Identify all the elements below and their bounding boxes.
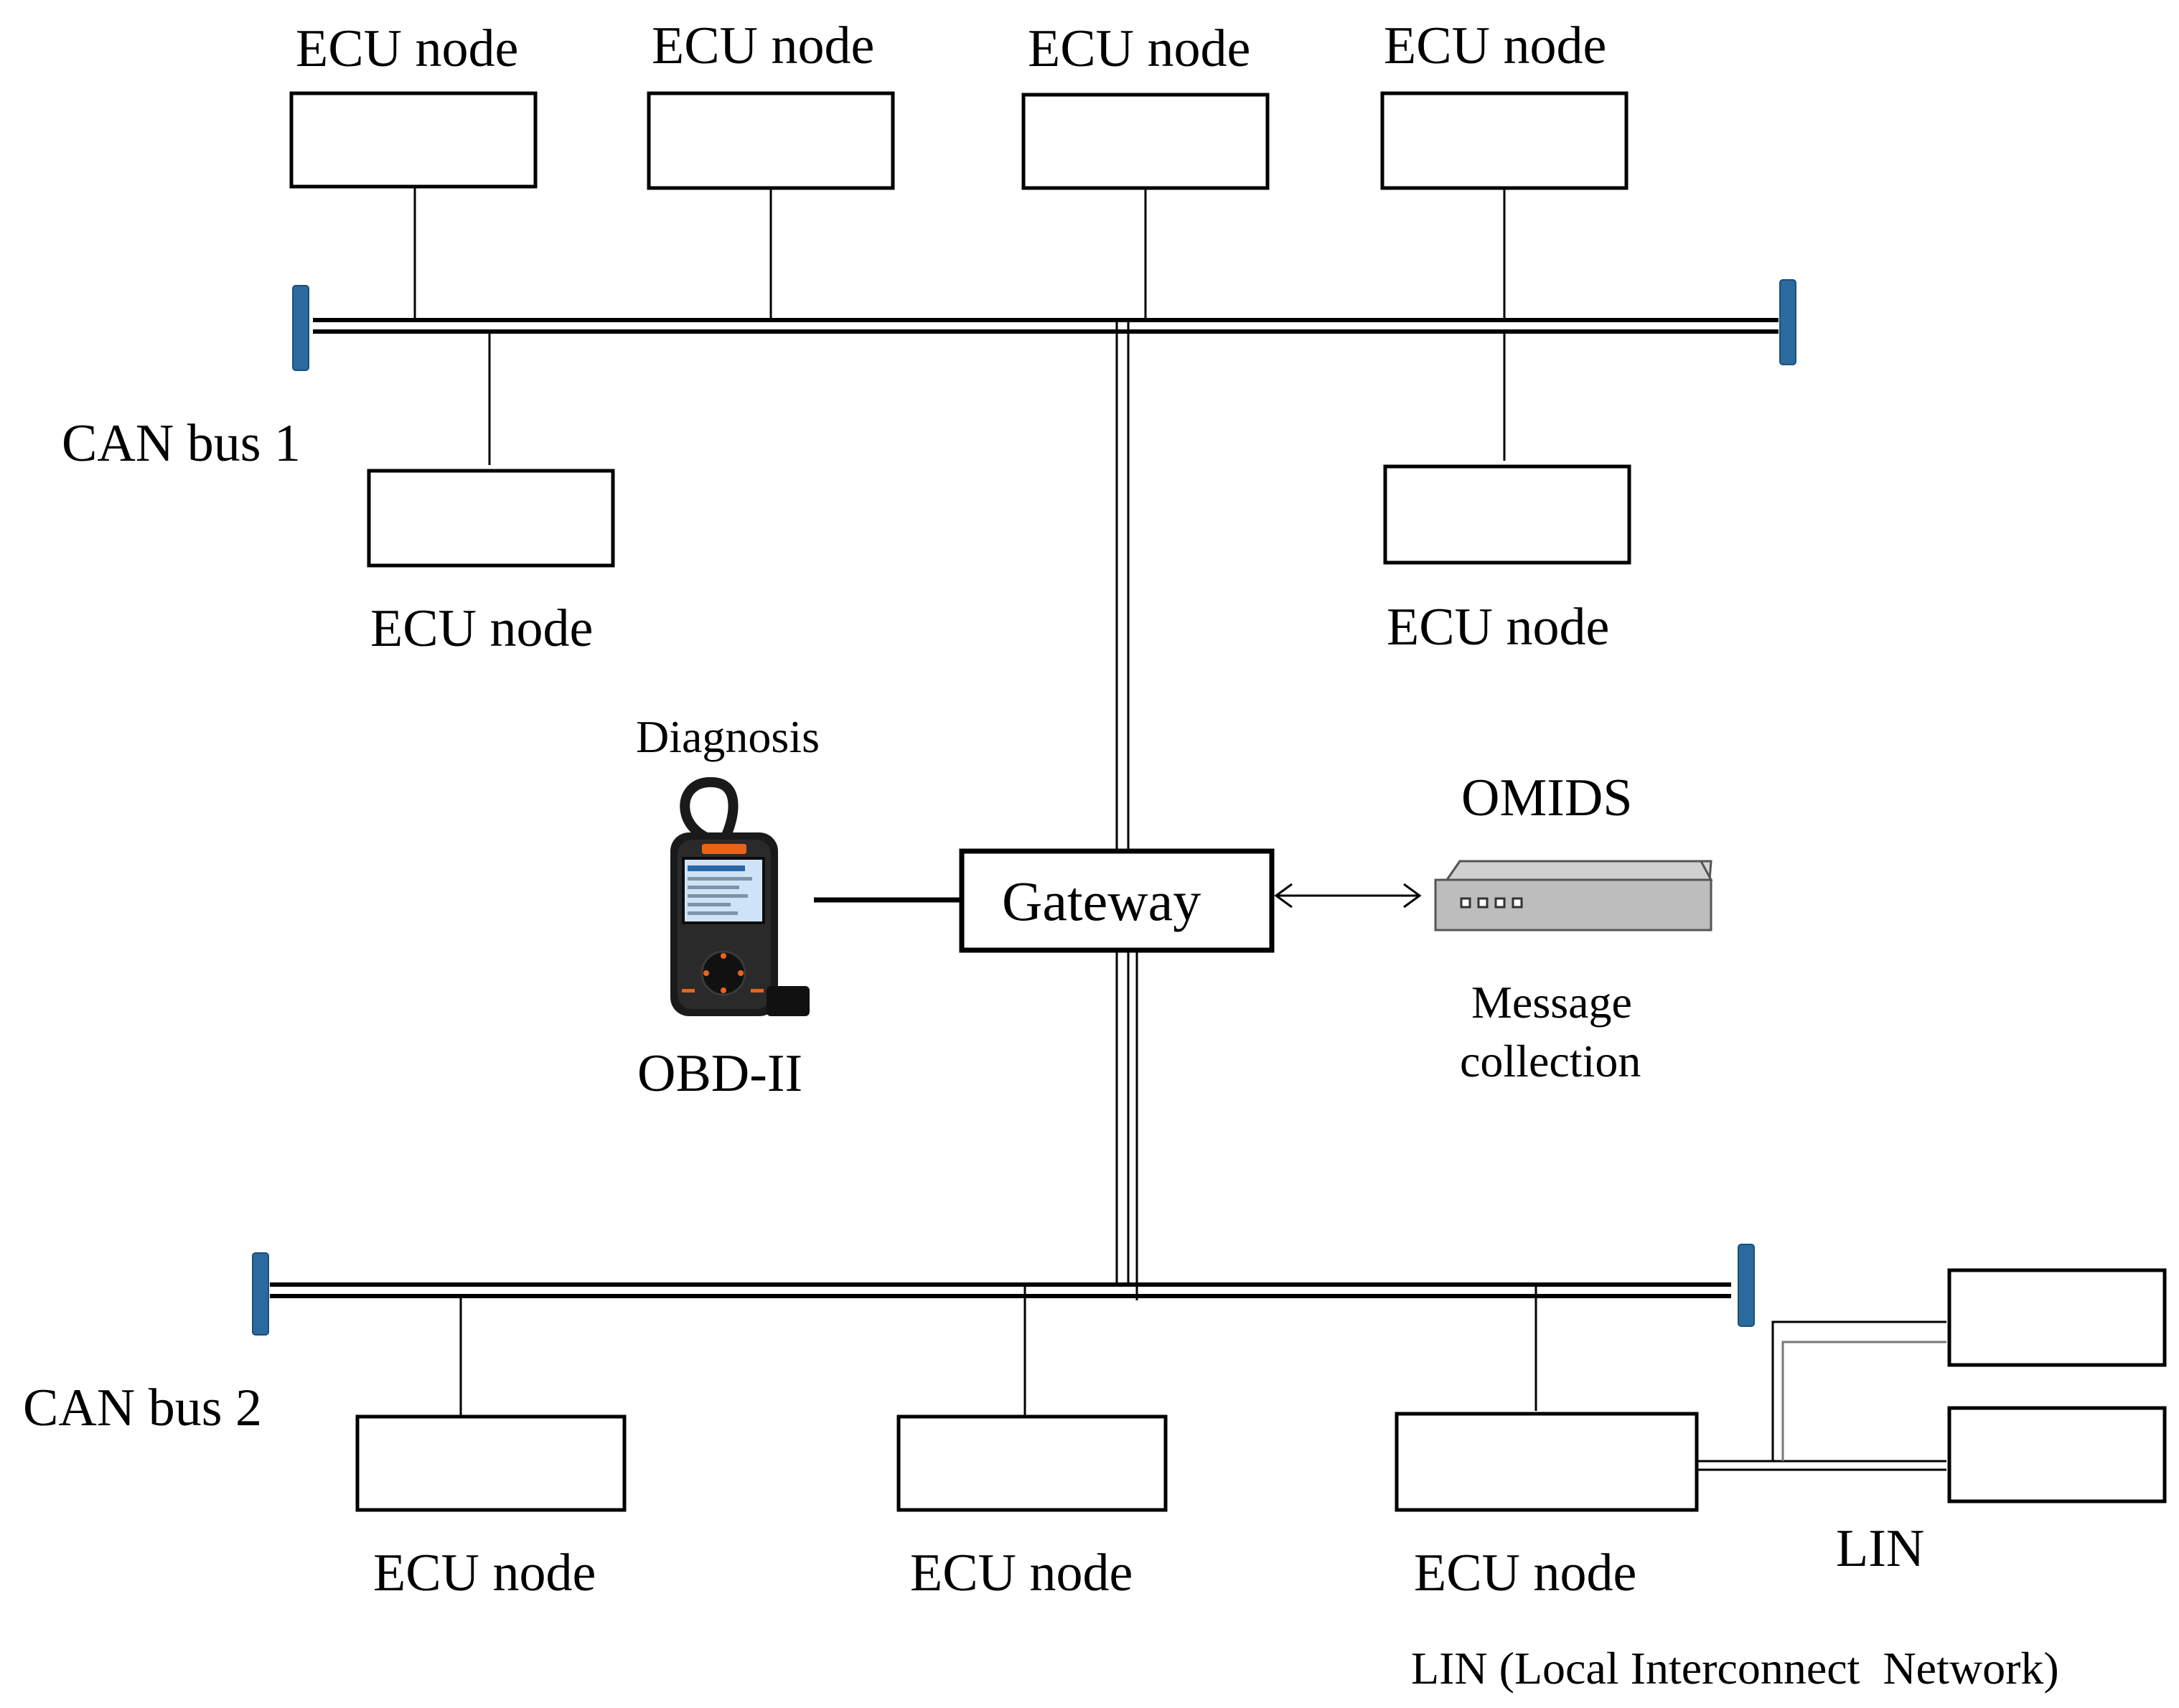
can-bus-2 — [252, 1244, 1755, 1336]
ecu-node-box — [355, 1414, 627, 1512]
lin-node-box — [1947, 1406, 2167, 1503]
ecu-node-top-1: ECU node — [289, 19, 538, 320]
ecu-node-bottom-3: ECU node — [1395, 1285, 1699, 1603]
gateway: Gateway — [959, 848, 1275, 953]
ecu-node-top-3: ECU node — [1021, 19, 1270, 320]
message-label-line2: collection — [1460, 1036, 1641, 1087]
ecu-node-label: ECU node — [1414, 1544, 1636, 1603]
ecu-node-top-4: ECU node — [1380, 17, 1629, 320]
ecu-node-label: ECU node — [652, 17, 874, 75]
bus-1-right-terminator — [1779, 279, 1796, 365]
bus-2-left-terminator — [252, 1252, 269, 1336]
ecu-node-label: ECU node — [296, 19, 518, 78]
obd-label: OBD-II — [637, 1044, 802, 1103]
gateway-label: Gateway — [1002, 870, 1201, 932]
lin-node-lower — [1947, 1406, 2167, 1503]
lin-bus — [1698, 1320, 1946, 1471]
ecu-node-box — [367, 469, 615, 568]
gateway-omids-link — [1274, 883, 1422, 909]
ecu-node-label: ECU node — [910, 1544, 1133, 1603]
lin-node-box — [1947, 1268, 2167, 1367]
can-bus-1 — [292, 279, 1796, 371]
bus-1-left-terminator — [292, 285, 309, 371]
ecu-node-box — [1380, 91, 1629, 190]
bus-2-right-terminator — [1738, 1244, 1755, 1327]
ecu-node-bus1-lower-right: ECU node — [1383, 332, 1631, 657]
gateway-box — [959, 848, 1275, 953]
ecu-node-box — [1383, 464, 1631, 565]
lin-label: LIN — [1836, 1519, 1924, 1578]
ecu-node-box — [1395, 1412, 1699, 1512]
ecu-node-top-2: ECU node — [647, 17, 895, 320]
message-label-line1: Message — [1471, 977, 1632, 1028]
ecu-node-bottom-2: ECU node — [896, 1285, 1168, 1603]
ecu-node-label: ECU node — [370, 599, 593, 658]
ecu-node-box — [647, 91, 895, 190]
ecu-node-label: ECU node — [373, 1544, 596, 1603]
gateway-trunk — [1115, 322, 1138, 1300]
diagnosis-label: Diagnosis — [636, 711, 820, 762]
lin-full-label: LIN (Local Interconnect Network) — [1411, 1643, 2059, 1694]
ecu-node-box — [896, 1414, 1168, 1512]
ecu-node-box — [289, 91, 538, 189]
can-bus-1-label: CAN bus 1 — [62, 414, 301, 473]
network-appliance-icon — [1434, 860, 1713, 932]
ecu-node-box — [1021, 93, 1270, 190]
ecu-node-label: ECU node — [1387, 598, 1609, 657]
can-bus-2-label: CAN bus 2 — [23, 1379, 262, 1437]
lin-node-upper — [1947, 1268, 2167, 1367]
ecu-node-label: ECU node — [1028, 19, 1250, 78]
ecu-node-bottom-1: ECU node — [355, 1296, 627, 1603]
ecu-node-label: ECU node — [1384, 17, 1606, 75]
obd-scanner-icon — [670, 776, 810, 1016]
omids-label: OMIDS — [1461, 769, 1632, 827]
ecu-node-bus1-lower-left: ECU node — [367, 332, 615, 658]
